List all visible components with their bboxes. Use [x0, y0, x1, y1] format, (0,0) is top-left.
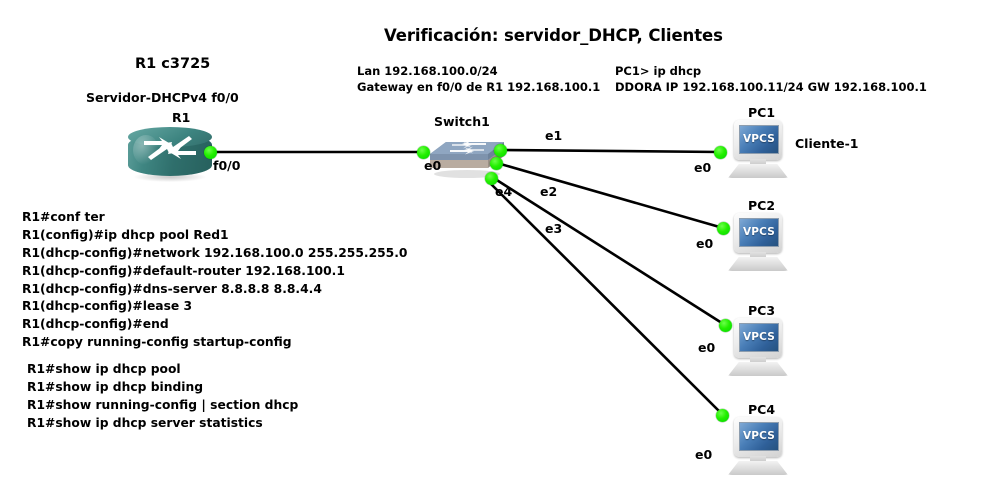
- pc2-stand-neck: [750, 252, 766, 259]
- pc4-vpcs-icon[interactable]: VPCS: [726, 417, 790, 475]
- port-label-pc2-e0: e0: [696, 236, 714, 251]
- pc2-monitor: VPCS: [734, 213, 782, 253]
- page-title: Verificación: servidor_DHCP, Clientes: [384, 26, 723, 45]
- pc2-screen: VPCS: [739, 217, 779, 247]
- port-dot-r1-f0/0[interactable]: [204, 146, 217, 159]
- router-r1-icon[interactable]: [128, 125, 212, 183]
- router-shadow: [134, 172, 206, 182]
- pc4-screen: VPCS: [739, 421, 779, 451]
- pc3-node-label: PC3: [748, 303, 776, 318]
- port-dot-pc2-e0[interactable]: [717, 222, 730, 235]
- pc1-stand-neck: [750, 159, 766, 166]
- pc2-vpcs-icon[interactable]: VPCS: [726, 213, 790, 271]
- cable-switch1-e1-to-pc1-e0: [499, 148, 721, 154]
- pc3-stand-neck: [750, 357, 766, 364]
- port-label-switch1-e3: e3: [545, 221, 563, 236]
- lan-info-line1: Lan 192.168.100.0/24: [357, 64, 498, 78]
- pc2-screen-text: VPCS: [742, 226, 776, 238]
- pc1-stand-base: [728, 164, 788, 178]
- router-role-heading: Servidor-DHCPv4 f0/0: [86, 90, 239, 105]
- port-dot-switch1-e3[interactable]: [485, 172, 498, 185]
- port-label-pc3-e0: e0: [698, 340, 716, 355]
- port-dot-switch1-e0[interactable]: [417, 146, 430, 159]
- port-dot-pc4-e0[interactable]: [716, 409, 729, 422]
- pc4-stand-base: [728, 461, 788, 475]
- port-dot-pc3-e0[interactable]: [719, 319, 732, 332]
- switch-node-label: Switch1: [434, 114, 490, 129]
- pc1-screen-text: VPCS: [742, 133, 776, 145]
- dhcp-result-line2: DDORA IP 192.168.100.11/24 GW 192.168.10…: [615, 80, 927, 94]
- pc3-screen-text: VPCS: [742, 331, 776, 343]
- pc4-stand-neck: [750, 456, 766, 463]
- port-label-switch1-e0: e0: [424, 158, 442, 173]
- pc1-monitor: VPCS: [734, 120, 782, 160]
- port-label-pc1-e0: e0: [694, 160, 712, 175]
- port-label-switch1-e2: e2: [540, 184, 558, 199]
- port-dot-switch1-e1[interactable]: [494, 144, 507, 157]
- pc2-stand-base: [728, 257, 788, 271]
- cable-switch1-e2-to-pc2-e0: [496, 161, 724, 230]
- pc1-alias-label: Cliente-1: [795, 136, 859, 151]
- pc1-screen: VPCS: [739, 124, 779, 154]
- lan-info-line2: Gateway en f0/0 de R1 192.168.100.1: [357, 80, 601, 94]
- router-arrows-icon: [144, 136, 196, 160]
- pc2-node-label: PC2: [748, 198, 776, 213]
- pc4-node-label: PC4: [748, 402, 776, 417]
- pc1-vpcs-icon[interactable]: VPCS: [726, 120, 790, 178]
- router-node-label: R1: [172, 110, 191, 125]
- cable-switch1-e4-to-pc4-e0: [487, 180, 724, 416]
- pc3-screen: VPCS: [739, 322, 779, 352]
- pc4-monitor: VPCS: [734, 417, 782, 457]
- pc3-vpcs-icon[interactable]: VPCS: [726, 318, 790, 376]
- cable-switch1-e3-to-pc3-e0: [491, 175, 726, 327]
- port-label-pc4-e0: e0: [695, 447, 713, 462]
- cli-config-block: R1#conf ter R1(config)#ip dhcp pool Red1…: [22, 210, 408, 350]
- router-gloss: [133, 135, 159, 165]
- pc3-stand-base: [728, 362, 788, 376]
- pc4-screen-text: VPCS: [742, 430, 776, 442]
- router-model-heading: R1 c3725: [135, 56, 211, 72]
- port-label-switch1-e4: e4: [495, 184, 513, 199]
- pc1-node-label: PC1: [748, 105, 776, 120]
- pc3-monitor: VPCS: [734, 318, 782, 358]
- dhcp-result-line1: PC1> ip dhcp: [615, 64, 702, 78]
- cli-verify-block: R1#show ip dhcp pool R1#show ip dhcp bin…: [27, 362, 299, 430]
- port-label-switch1-e1: e1: [545, 128, 563, 143]
- port-dot-pc1-e0[interactable]: [714, 146, 727, 159]
- port-dot-switch1-e2[interactable]: [490, 157, 503, 170]
- port-label-r1-f0/0: f0/0: [213, 158, 241, 173]
